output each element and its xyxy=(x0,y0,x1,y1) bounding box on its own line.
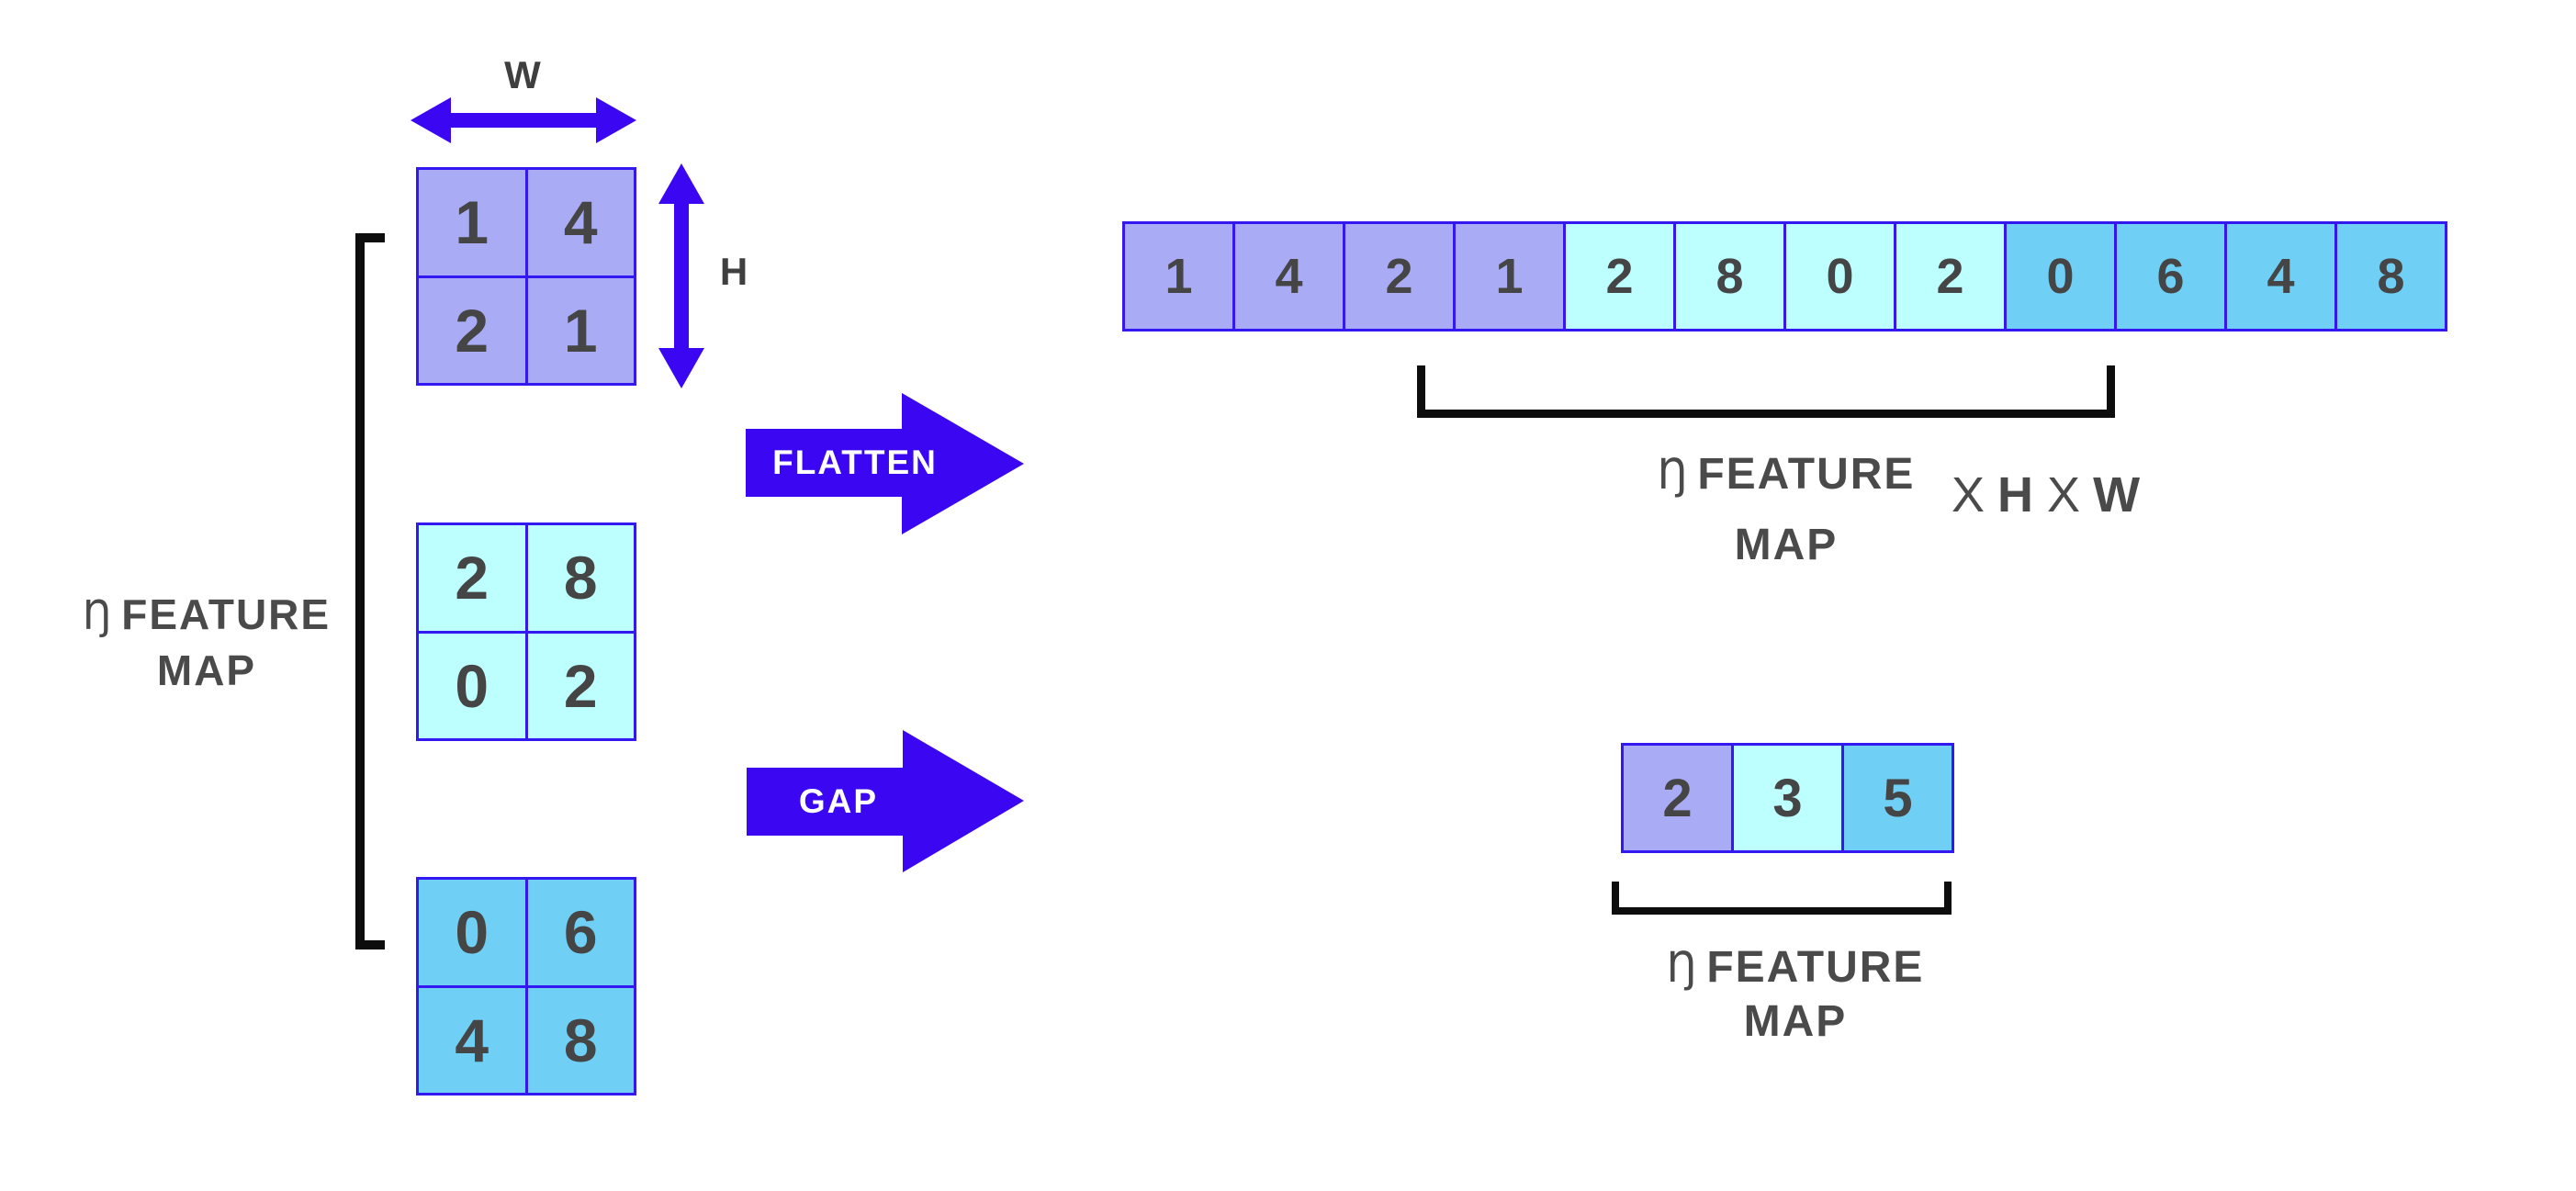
feature-map-2-cell: 0 xyxy=(419,633,525,738)
multiply-symbol: X xyxy=(2047,467,2081,522)
flatten-output-cell: 2 xyxy=(1566,224,1673,329)
flatten-output-bracket xyxy=(1417,365,2115,418)
feature-map-stack-label-line1: FEATURE xyxy=(121,590,332,638)
flatten-output-cell: 0 xyxy=(2007,224,2114,329)
flatten-arrow-label: FLATTEN xyxy=(772,444,938,481)
flatten-output-cell: 1 xyxy=(1125,224,1232,329)
feature-map-1-cell: 4 xyxy=(527,170,634,275)
feature-map-stack-bracket xyxy=(355,233,385,949)
gap-operation-arrow: GAP xyxy=(747,730,1024,872)
flatten-annotation-line1: FEATURE xyxy=(1697,450,1916,499)
flatten-output-cell: 8 xyxy=(2337,224,2445,329)
gap-output-cell: 3 xyxy=(1734,746,1841,850)
feature-map-2-cell: 2 xyxy=(419,525,525,631)
feature-map-stack-label-line2: MAP xyxy=(156,646,257,694)
height-double-arrow-icon xyxy=(658,163,704,388)
feature-map-3-cell: 0 xyxy=(419,880,525,985)
flatten-output-cell: 0 xyxy=(1786,224,1894,329)
gap-output-bracket xyxy=(1612,882,1952,915)
flatten-operation-arrow: FLATTEN xyxy=(746,393,1024,534)
n-feature-maps-symbol: Ŋ xyxy=(1657,450,1691,499)
feature-map-1-cell: 1 xyxy=(527,277,634,383)
feature-map-3-cell: 4 xyxy=(419,987,525,1093)
gap-annotation-line1: FEATURE xyxy=(1706,943,1925,992)
flatten-output-cell: 4 xyxy=(1235,224,1343,329)
feature-map-1-cell: 1 xyxy=(419,170,525,275)
flatten-dims-annotation: X H X W xyxy=(1952,466,2141,523)
gap-arrow-icon xyxy=(747,730,1024,872)
flatten-annotation-line2: MAP xyxy=(1734,521,1839,569)
feature-map-3: 0 6 4 8 xyxy=(416,877,636,1095)
flatten-output-cell: 1 xyxy=(1456,224,1563,329)
n-feature-maps-symbol: Ŋ xyxy=(82,593,115,639)
gap-output-row: 2 3 5 xyxy=(1621,743,1954,853)
gap-annotation-line2: MAP xyxy=(1743,997,1848,1046)
flatten-arrow-icon xyxy=(746,393,1024,534)
width-dim: W xyxy=(2093,467,2142,522)
n-feature-maps-symbol: Ŋ xyxy=(1666,943,1700,992)
flatten-output-cell: 8 xyxy=(1676,224,1783,329)
flatten-output-cell: 2 xyxy=(1345,224,1453,329)
width-dimension-label: W xyxy=(504,53,543,96)
feature-map-2: 2 8 0 2 xyxy=(416,522,636,741)
height-dimension-label: H xyxy=(719,250,750,293)
feature-map-3-cell: 6 xyxy=(527,880,634,985)
flatten-output-cell: 4 xyxy=(2227,224,2334,329)
feature-map-1-cell: 2 xyxy=(419,277,525,383)
feature-map-1: 1 4 2 1 xyxy=(416,167,636,386)
flatten-output-cell: 2 xyxy=(1896,224,2004,329)
gap-arrow-label: GAP xyxy=(798,782,879,820)
gap-output-cell: 5 xyxy=(1844,746,1952,850)
feature-map-2-cell: 2 xyxy=(527,633,634,738)
feature-map-3-cell: 8 xyxy=(527,987,634,1093)
width-double-arrow-icon xyxy=(411,97,636,143)
height-dim: H xyxy=(1997,467,2035,522)
multiply-symbol: X xyxy=(1952,467,1985,522)
gap-output-cell: 2 xyxy=(1624,746,1731,850)
feature-map-2-cell: 8 xyxy=(527,525,634,631)
flatten-output-cell: 6 xyxy=(2117,224,2224,329)
flatten-output-row: 1 4 2 1 2 8 0 2 0 6 4 8 xyxy=(1122,221,2447,331)
